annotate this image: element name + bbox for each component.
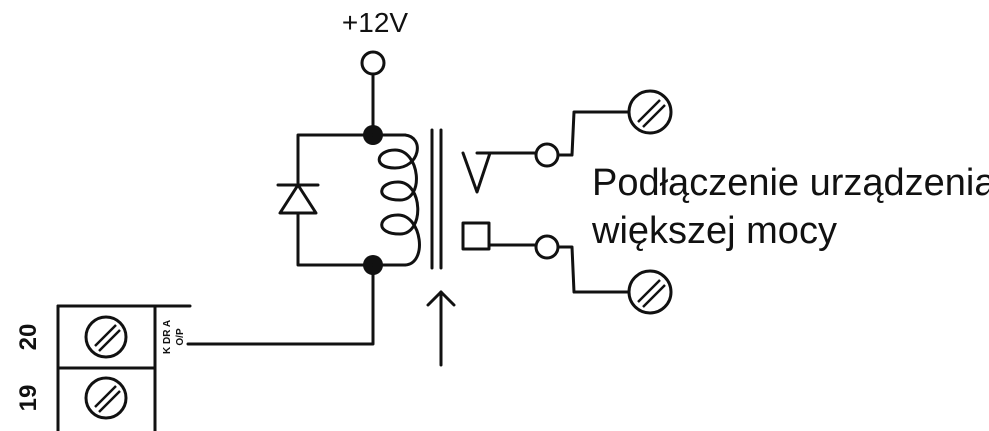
supply-label: +12V (342, 7, 408, 38)
description-line1: Podłączenie urządzenia (592, 162, 989, 204)
terminal-number-20: 20 (15, 324, 42, 351)
actuation-arrow-icon (426, 290, 456, 367)
relay-contact-upper (461, 142, 560, 194)
relay-coil (371, 133, 421, 267)
output-wire (186, 273, 375, 346)
supply-terminal (360, 50, 386, 76)
load-terminal-upper (556, 89, 673, 157)
output-label-line2: O/P (175, 328, 186, 346)
screw-terminal-19 (84, 376, 128, 420)
relay-contact-lower (461, 221, 560, 260)
flyback-diode (276, 133, 375, 267)
output-label-line1: K DR A (162, 320, 173, 354)
screw-terminal-20 (84, 315, 128, 359)
load-terminal-lower (556, 245, 673, 315)
terminal-block (56, 304, 192, 431)
description-line2: większej mocy (591, 210, 837, 252)
terminal-number-19: 19 (15, 385, 42, 412)
